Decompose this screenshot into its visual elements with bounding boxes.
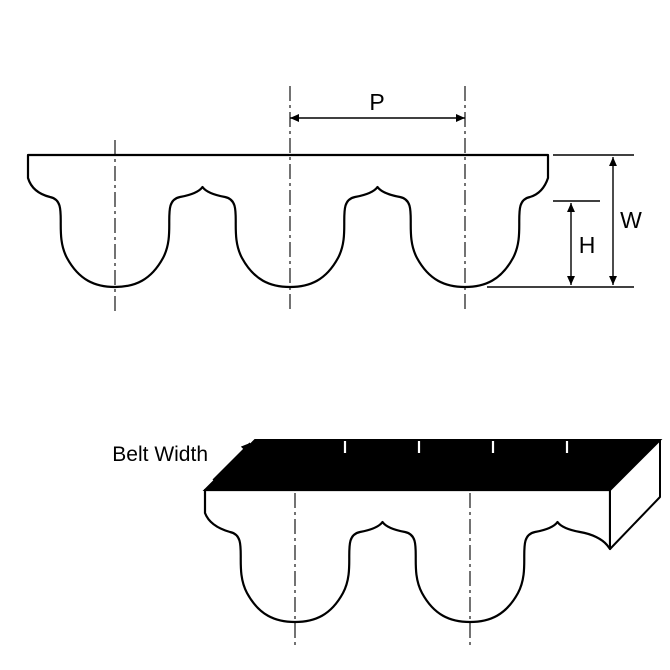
pitch-label: P [369, 89, 384, 115]
width-label: W [620, 207, 642, 233]
belt-3d-front-face [203, 488, 612, 624]
perspective-view: Belt Width [112, 439, 663, 648]
height-label: H [579, 232, 596, 258]
belt-width-arrow [212, 442, 251, 481]
belt-3d-top-face [202, 439, 663, 491]
belt-cross-section [26, 153, 550, 289]
belt-width-label: Belt Width [112, 443, 208, 466]
profile-section-view: P W H [26, 86, 642, 312]
